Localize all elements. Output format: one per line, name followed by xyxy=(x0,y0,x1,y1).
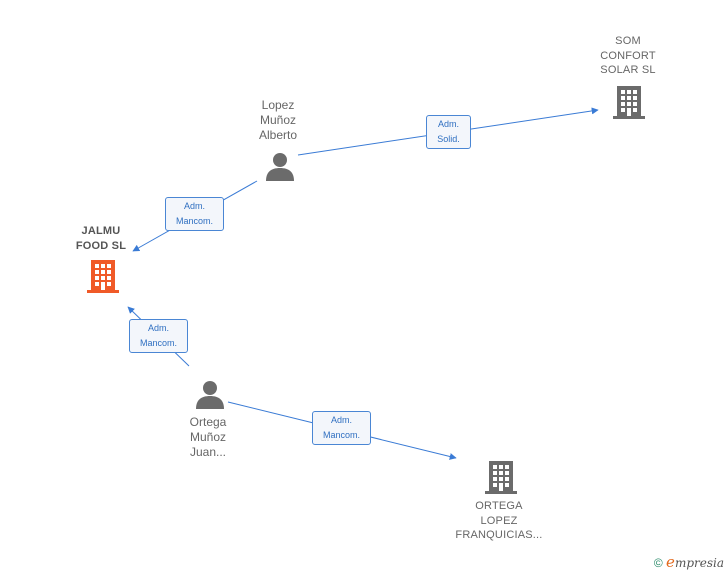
copyright-symbol: © xyxy=(653,556,663,570)
empresia-watermark: © empresia xyxy=(654,553,724,571)
edge-label-line1: Adm. xyxy=(183,201,205,211)
edge-label-ortega-franquicias: Adm. Mancom. xyxy=(312,411,371,445)
node-jalmu-label: JALMU FOOD SL xyxy=(75,225,127,252)
building-icon[interactable] xyxy=(613,84,645,120)
node-som-label: SOM CONFORT SOLAR SL xyxy=(600,35,656,76)
node-ortega-lopez-label: ORTEGA LOPEZ FRANQUICIAS... xyxy=(455,500,543,541)
person-icon[interactable] xyxy=(195,380,225,410)
edge-label-line2: Mancom. xyxy=(139,338,177,348)
building-icon[interactable] xyxy=(87,258,119,294)
edge-label-ortega-jalmu: Adm. Mancom. xyxy=(129,319,188,353)
edge-label-line1: Adm. xyxy=(147,323,169,333)
brand-logo-rest: mpresia xyxy=(674,556,724,570)
edge-label-lopez-jalmu: Adm. Mancom. xyxy=(165,197,224,231)
node-lopez-label: Lopez Muñoz Alberto xyxy=(258,98,298,142)
node-ortega-munoz-label: Ortega Muñoz Juan... xyxy=(189,415,227,459)
person-icon[interactable] xyxy=(265,152,295,182)
edge-label-line1: Adm. xyxy=(330,415,352,425)
edge-label-line1: Adm. xyxy=(437,119,459,129)
brand-logo-e: e xyxy=(666,553,675,571)
edge-label-line2: Mancom. xyxy=(322,430,360,440)
edge-label-line2: Mancom. xyxy=(175,216,213,226)
edge-label-line2: Solid. xyxy=(437,134,460,144)
building-icon[interactable] xyxy=(485,459,517,495)
edge-label-lopez-som: Adm. Solid. xyxy=(426,115,471,149)
